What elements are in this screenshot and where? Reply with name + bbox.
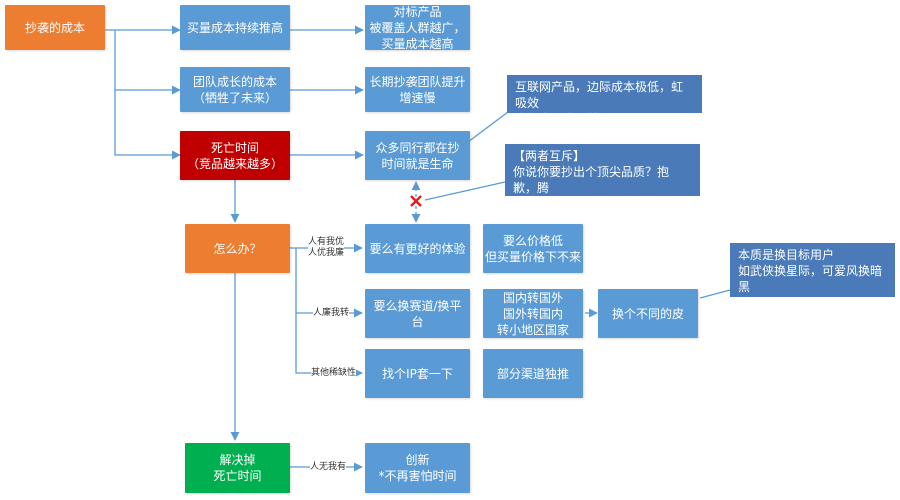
node-innovation: 创新 *不再害怕时间 <box>365 443 470 493</box>
node-death-time: 死亡时间 （竞品越来越多） <box>180 131 290 180</box>
node-option-low-price: 要么价格低 但买量价格下不来 <box>483 224 583 273</box>
edge-label-better-cheaper: 人有我优 人优我廉 <box>308 237 345 259</box>
callout-pointer-essence <box>699 289 731 299</box>
root-node: 抄袭的成本 <box>5 5 105 50</box>
node-option-better-experience: 要么有更好的体验 <box>365 224 470 273</box>
node-option-channel: 部分渠道独推 <box>483 349 583 398</box>
callout-internet: 互联网产品，边际成本极低，虹吸效 应加大。晚了就是死。 <box>507 75 702 126</box>
node-team-cost-detail: 长期抄袭团队提升 增速慢 <box>365 67 470 112</box>
node-option-new-skin: 换个不同的皮 <box>598 289 698 338</box>
edge-label-scarcity: 其他稀缺性 <box>311 368 357 379</box>
callout-essence: 本质是换目标用户 如武侠换星际，可爱风换暗黑 风 <box>730 243 895 310</box>
edge-label-unique: 人无我有 <box>310 462 347 473</box>
callout-mutual-exclusion: 【两者互斥】 你说你要抄出个顶尖品质？抱歉，腾 讯也是这么想的。 <box>505 144 700 211</box>
node-buy-cost: 买量成本持续推高 <box>180 5 290 50</box>
node-option-ip: 找个IP套一下 <box>365 349 470 398</box>
node-what-to-do: 怎么办？ <box>185 224 290 273</box>
connector-how-opt3 <box>295 313 363 378</box>
node-option-switch-region: 国内转国外 国外转国内 转小地区国家 <box>483 289 583 338</box>
node-option-switch-track: 要么换赛道/换平 台 <box>365 289 470 338</box>
connector-root-n3 <box>114 90 181 160</box>
edge-label-switch: 人廉我转 <box>313 308 350 319</box>
node-solve-death-time: 解决掉 死亡时间 <box>185 443 290 493</box>
node-buy-cost-detail: 对标产品 被覆盖人群越广， 买量成本越高 <box>365 5 470 51</box>
connector-root-n2 <box>114 30 181 95</box>
exclusion-cross-icon <box>410 195 422 207</box>
callout-pointer-conflict <box>424 181 506 201</box>
callout-pointer-internet <box>467 111 509 143</box>
node-death-time-detail: 众多同行都在抄 时间就是生命 <box>365 131 470 180</box>
node-team-cost: 团队成长的成本 （牺牲了未来） <box>180 67 290 112</box>
